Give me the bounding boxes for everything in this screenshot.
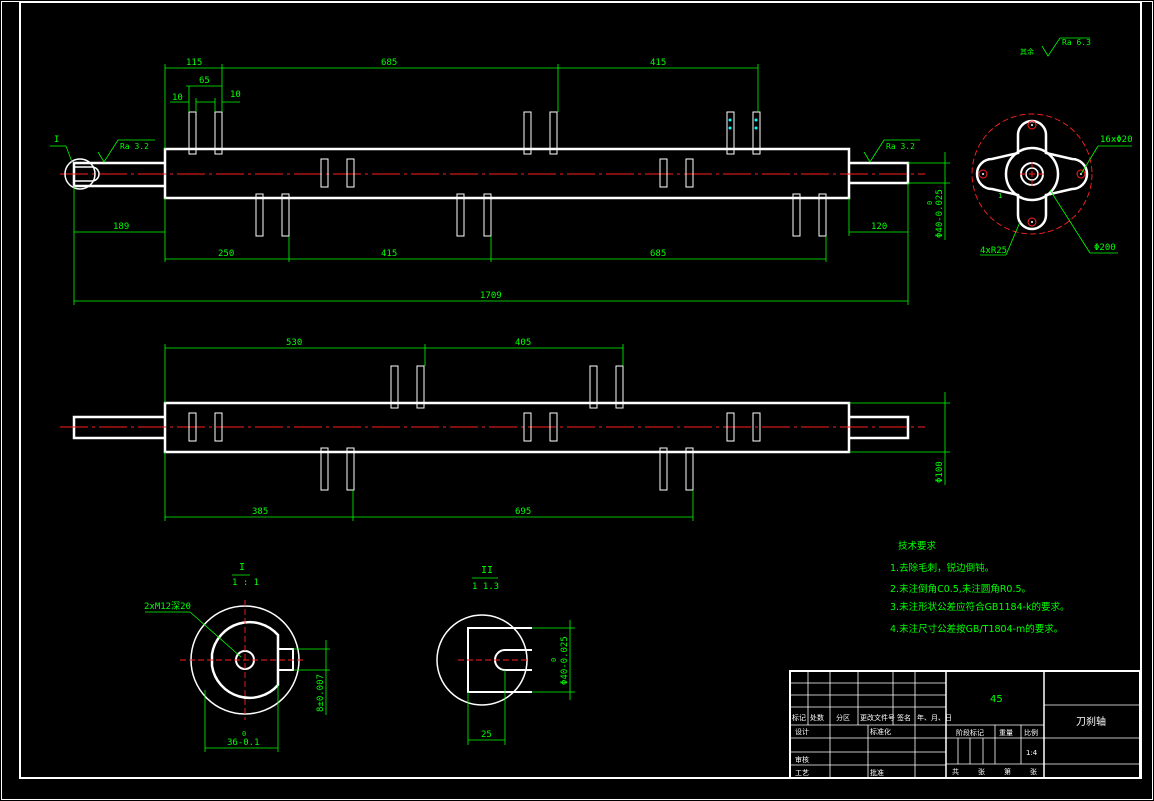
tb-label-mark: 标记 — [792, 713, 806, 722]
svg-text:Ra 3.2: Ra 3.2 — [120, 142, 149, 151]
svg-text:0: 0 — [242, 730, 246, 738]
tb-page: 第 — [1004, 767, 1011, 776]
notes-title: 技术要求 — [898, 540, 937, 552]
dim-phi40-sec: Φ40-0.025 — [560, 636, 570, 685]
dim-10b: 10 — [230, 90, 241, 100]
tb-page2: 张 — [1030, 767, 1037, 776]
tb-material: 45 — [990, 694, 1003, 705]
dim-685: 685 — [381, 58, 397, 68]
dim-36: 36-0.1 — [227, 738, 260, 748]
tb-sheet: 张 — [978, 767, 985, 776]
section-ii: II 1 1.3 Φ40-0.025 0 25 — [436, 565, 575, 745]
dim-phi100: Φ100 — [935, 461, 945, 483]
tb-label-date: 年、月、日 — [917, 713, 952, 722]
tb-label-sign: 签名 — [897, 713, 911, 722]
tb-process: 工艺 — [795, 769, 809, 777]
tb-label-doc: 更改文件号 — [860, 713, 895, 722]
dim-holes-m12: 2xM12深20 — [144, 601, 191, 612]
bottom-view: 530 405 385 695 Φ100 — [60, 338, 950, 521]
title-block: 标记 处数 分区 更改文件号 签名 年、月、日 设计 标准化 审核 工艺 批准 … — [789, 670, 1141, 779]
inner-frame — [19, 1, 1142, 779]
tb-sheets: 共 — [952, 767, 959, 776]
dim-385: 385 — [252, 507, 268, 517]
top-view: 115 65 10 10 685 415 189 120 250 415 685… — [50, 58, 950, 305]
dim-415: 415 — [650, 58, 666, 68]
dim-115: 115 — [186, 58, 202, 68]
dim-10a: 10 — [172, 93, 183, 103]
svg-text:1 1.3: 1 1.3 — [472, 582, 499, 592]
tb-reviewer: 审核 — [795, 755, 809, 764]
dim-415b: 415 — [381, 249, 397, 259]
dim-405: 405 — [515, 338, 531, 348]
note-3: 3.未注形状公差应符合GB1184-k的要求。 — [890, 601, 1070, 613]
label-i: I — [54, 135, 59, 145]
dim-250: 250 — [218, 249, 234, 259]
tb-scale: 1:4 — [1026, 749, 1038, 757]
dim-120: 120 — [871, 222, 887, 232]
dim-16-holes: 16xΦ20 — [1100, 135, 1133, 145]
side-view: 16xΦ20 4xR25 Φ200 1 Ra 6.3 其余 — [971, 37, 1133, 256]
dim-1709: 1709 — [480, 291, 502, 301]
tb-label-zone: 分区 — [836, 713, 850, 722]
svg-text:II: II — [481, 565, 493, 576]
section-i: I 1 : 1 2xM12深20 8±0.007 36-0.1 0 — [144, 562, 330, 752]
tb-part-name: 刀刹轴 — [1076, 715, 1106, 728]
svg-text:I: I — [239, 562, 245, 573]
roughness-left: Ra 3.2 — [97, 139, 155, 163]
technical-requirements: 技术要求 1.去除毛刺，锐边倒钝。 2.未注倒角C0.5,未注圆角R0.5。 3… — [890, 540, 1070, 635]
tb-scale-label: 比例 — [1024, 728, 1038, 737]
tb-label-count: 处数 — [810, 713, 824, 722]
svg-text:0: 0 — [550, 658, 558, 662]
dim-530: 530 — [286, 338, 302, 348]
dim-685b: 685 — [650, 249, 666, 259]
dim-25: 25 — [481, 730, 492, 740]
dim-phi40-top-sup: 0 — [926, 201, 934, 205]
svg-text:其余: 其余 — [1020, 47, 1034, 56]
svg-text:Ra 3.2: Ra 3.2 — [886, 142, 915, 151]
tb-designer: 设计 — [795, 727, 809, 736]
dim-8: 8±0.007 — [316, 674, 326, 712]
tb-approve: 批准 — [870, 768, 884, 777]
note-4: 4.未注尺寸公差按GB/T1804-m的要求。 — [890, 623, 1063, 635]
dim-r25: 4xR25 — [980, 246, 1007, 256]
dim-phi200: Φ200 — [1094, 243, 1116, 253]
tb-weight: 重量 — [999, 729, 1013, 737]
note-1: 1.去除毛刺，锐边倒钝。 — [890, 562, 994, 574]
svg-text:Ra 6.3: Ra 6.3 — [1062, 38, 1091, 47]
dim-189: 189 — [113, 222, 129, 232]
note-2: 2.未注倒角C0.5,未注圆角R0.5。 — [890, 583, 1031, 595]
roughness-right: Ra 3.2 — [863, 139, 920, 163]
dim-695: 695 — [515, 507, 531, 517]
label-1: 1 — [998, 192, 1002, 200]
dim-phi40-top: Φ40-0.025 — [935, 189, 945, 238]
tb-standard: 标准化 — [870, 727, 891, 736]
dim-65: 65 — [199, 76, 210, 86]
roughness-corner: Ra 6.3 其余 — [1020, 37, 1091, 57]
svg-text:1 : 1: 1 : 1 — [232, 578, 259, 588]
tb-stage: 阶段标记 — [956, 728, 984, 737]
